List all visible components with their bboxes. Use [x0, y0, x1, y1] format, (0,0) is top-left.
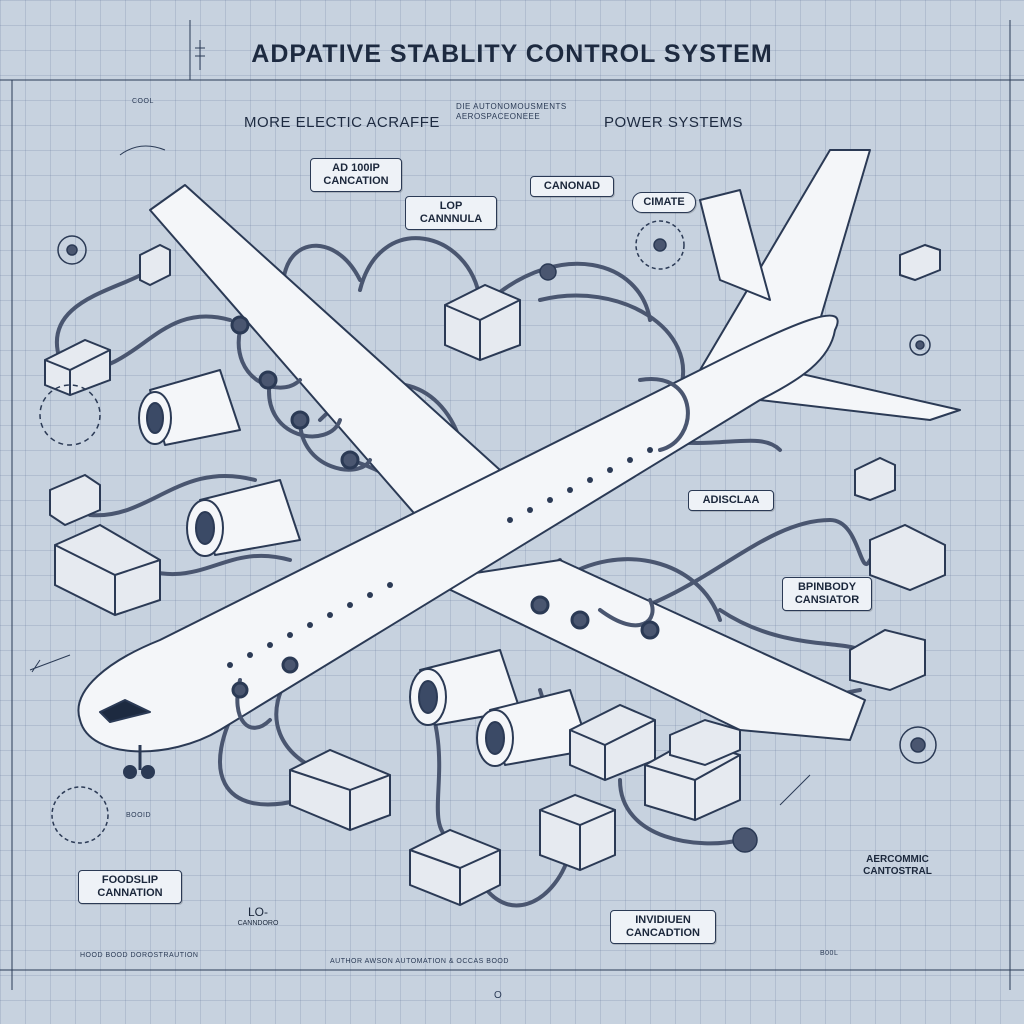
module-right-2	[849, 628, 926, 692]
module-bottom-2	[409, 828, 501, 907]
label-invidiun: INVIDIUEN CANCADTION	[610, 910, 716, 944]
subtitle-middle: DIE AUTONOMOUSMENTS AEROSPACEONEEE	[456, 102, 567, 121]
label-lop: LOP CANNNULA	[405, 196, 497, 230]
module-left-1	[44, 338, 111, 397]
engine-near-outer	[476, 689, 591, 767]
engine-far-outer	[138, 369, 241, 446]
module-left-2	[49, 473, 101, 527]
horizontal-stabilizer-left	[699, 189, 771, 301]
module-bottom-3	[539, 793, 616, 872]
footer-mark: O	[494, 990, 503, 1001]
connector-rings	[230, 315, 660, 699]
module-top-center	[444, 283, 521, 362]
cockpit-window	[99, 699, 151, 723]
footer-left: HOOD BOOD DOROSTRAUTION	[80, 952, 199, 959]
subtitle-right: POWER SYSTEMS	[604, 114, 744, 131]
module-left-3	[54, 523, 161, 617]
footer-middle: AUTHOR AWSON AUTOMATION & OCCAS BOOD	[330, 958, 509, 965]
label-climate: CIMATE	[632, 192, 696, 213]
subtitle-left: MORE ELECTIC ACRAFFE	[244, 114, 440, 131]
sensor-gauges	[39, 220, 937, 853]
label-canonad: CANONAD	[530, 176, 614, 197]
label-pinboday: BPINBODY CANSIATOR	[782, 577, 872, 611]
label-foodslip: FOODSLIP CANNATION	[78, 870, 182, 904]
module-bottom-4	[569, 703, 656, 782]
label-adaloop: AD 100IP CANCATION	[310, 158, 402, 192]
module-right-4	[899, 243, 941, 282]
label-aercoming: AERCOMMIC CANTOSTRAL	[863, 854, 932, 877]
aircraft-illustration	[77, 149, 961, 779]
module-right-3	[854, 456, 896, 502]
diagram-title: ADPATIVE STABLITY CONTROL SYSTEM	[251, 40, 773, 68]
electronic-modules	[44, 243, 946, 907]
label-bolo: BOOID	[126, 812, 152, 819]
module-small-wing	[139, 243, 171, 287]
footer-right: B00L	[820, 950, 839, 957]
module-right-1	[869, 523, 946, 592]
far-wing	[149, 184, 501, 521]
label-cool: COOL	[132, 98, 154, 105]
label-adisclaa: ADISCLAA	[688, 490, 774, 511]
engine-near-inner	[409, 649, 521, 726]
engine-far-inner	[186, 479, 301, 557]
fuselage	[77, 314, 839, 753]
module-bottom-6	[669, 718, 741, 767]
cabin-windows	[227, 447, 653, 668]
label-lo: LO- CANNDORO	[237, 905, 279, 927]
module-bottom-1	[289, 748, 391, 832]
